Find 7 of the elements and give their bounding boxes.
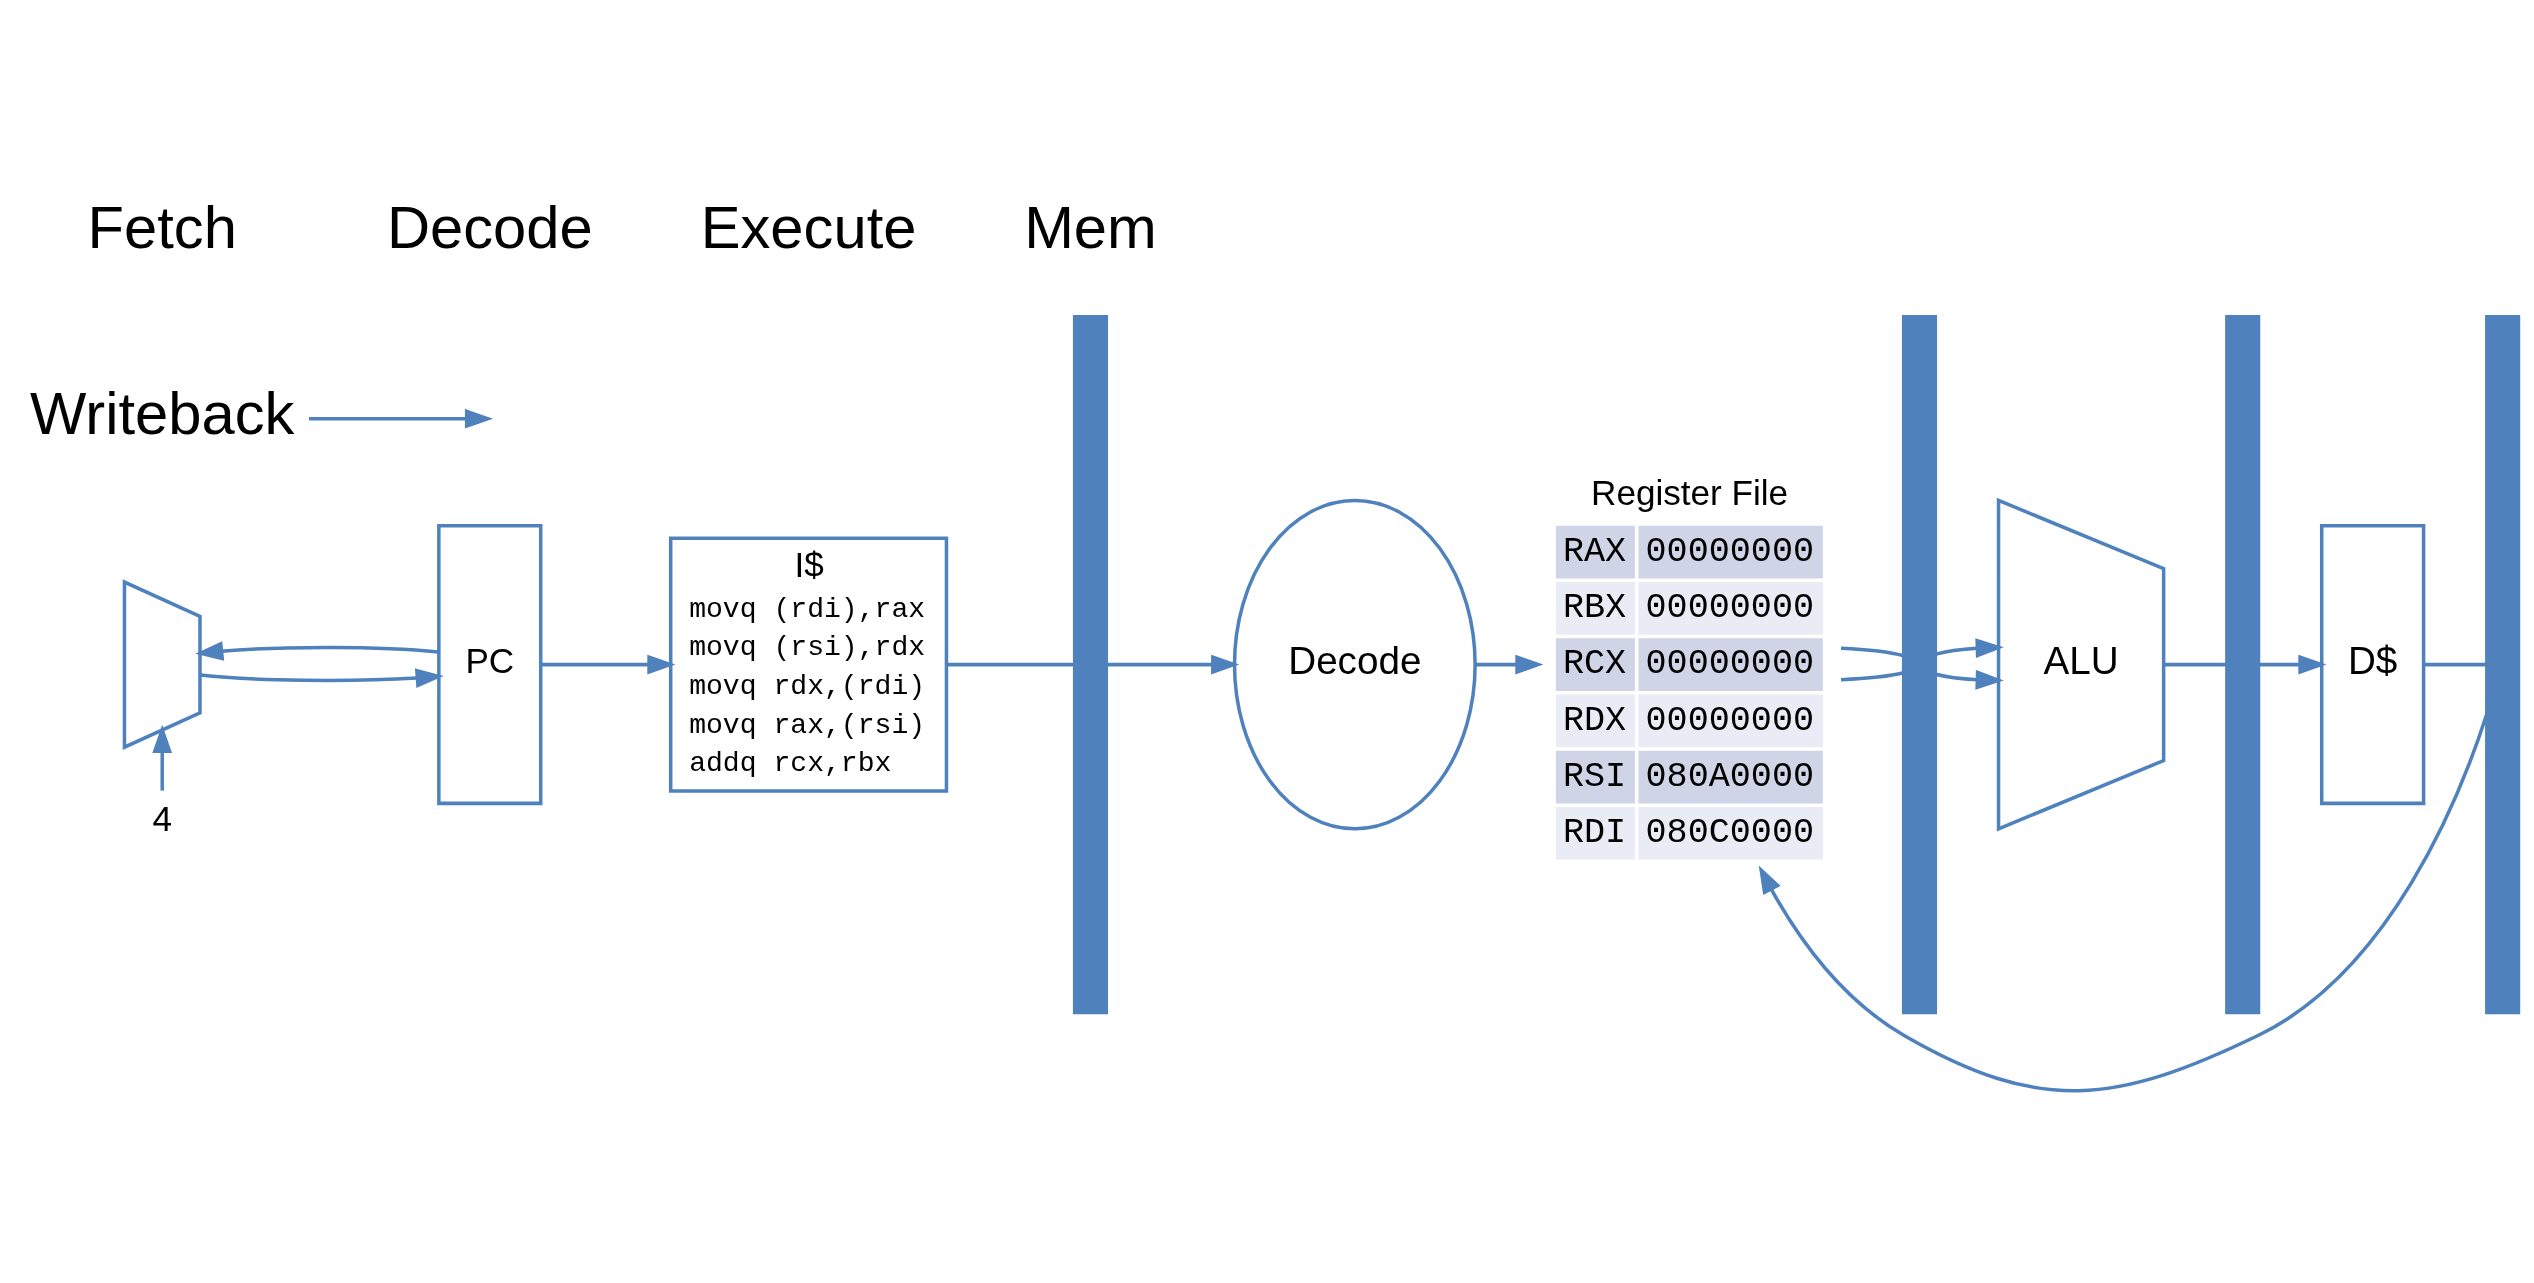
label: Fetch [87, 193, 237, 261]
node-text: 4 [152, 798, 172, 838]
label: Decode [386, 193, 593, 261]
node-label: Register File [1591, 472, 1789, 512]
label: Execute [700, 193, 917, 261]
node-text: Writeback [30, 379, 295, 447]
label: Mem [1024, 193, 1157, 261]
